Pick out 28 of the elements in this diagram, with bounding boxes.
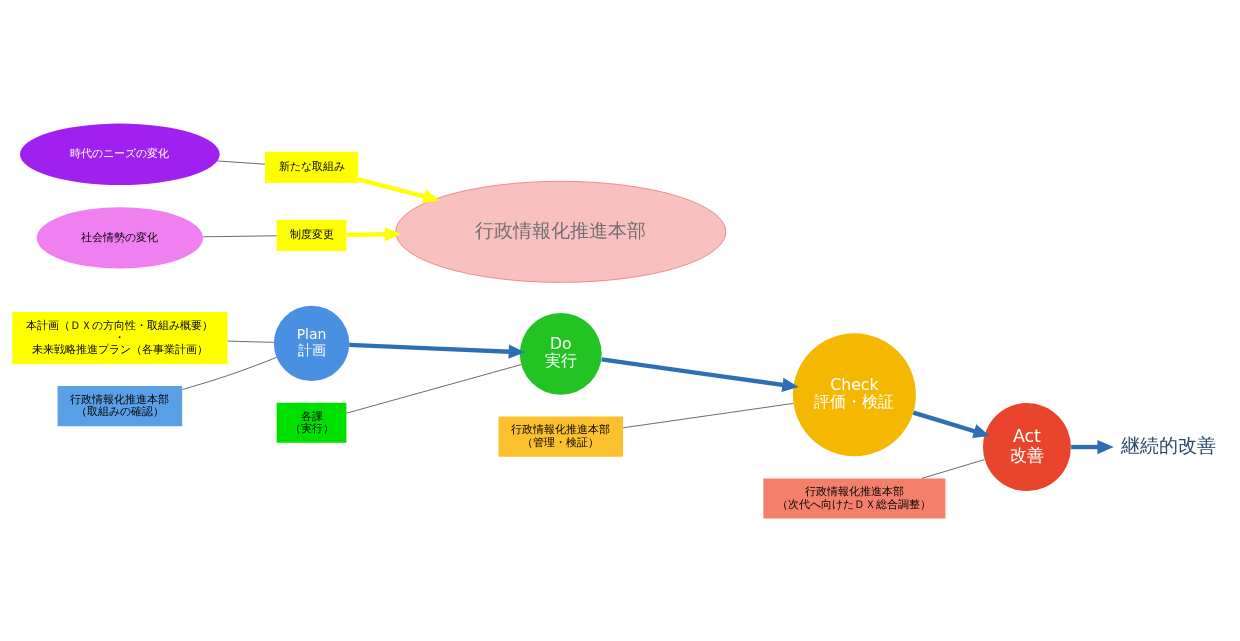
connector — [216, 160, 266, 165]
connector — [346, 363, 522, 414]
node-circle: Plan 計画 — [273, 305, 350, 381]
node-ellipse: 時代のニーズの変化 — [20, 123, 220, 185]
arrow — [357, 176, 440, 203]
connector — [202, 234, 278, 237]
connector — [622, 402, 794, 428]
node-circle: Do 実行 — [519, 312, 602, 395]
node-circle: Check 評価・検証 — [792, 332, 916, 456]
arrow — [1071, 439, 1114, 454]
connector — [921, 458, 985, 479]
node-text: 継続的改善 — [1120, 433, 1216, 457]
node-box: 行政情報化推進本部 （取組みの確認） — [57, 385, 183, 426]
node-box: 行政情報化推進本部 （管理・検証） — [498, 416, 624, 457]
node-circle: Act 改善 — [982, 402, 1071, 491]
node-ellipse: 行政情報化推進本部 — [395, 180, 727, 283]
node-box: 制度変更 — [276, 219, 347, 251]
arrow — [912, 409, 990, 438]
arrow — [349, 342, 526, 359]
node-box: 本計画（ＤＸの方向性・取組み概要） ・ 未来戦略推進プラン（各事業計画） — [12, 311, 228, 364]
arrow — [601, 356, 799, 392]
connector — [227, 340, 275, 343]
node-box: 新たな取組み — [264, 151, 359, 183]
node-box: 各課 （実行） — [276, 402, 347, 443]
arrow — [346, 226, 402, 241]
node-box: 行政情報化推進本部 （次代へ向けたＤＸ総合調整） — [763, 477, 946, 518]
node-ellipse: 社会情勢の変化 — [36, 206, 203, 269]
connector — [181, 356, 277, 390]
